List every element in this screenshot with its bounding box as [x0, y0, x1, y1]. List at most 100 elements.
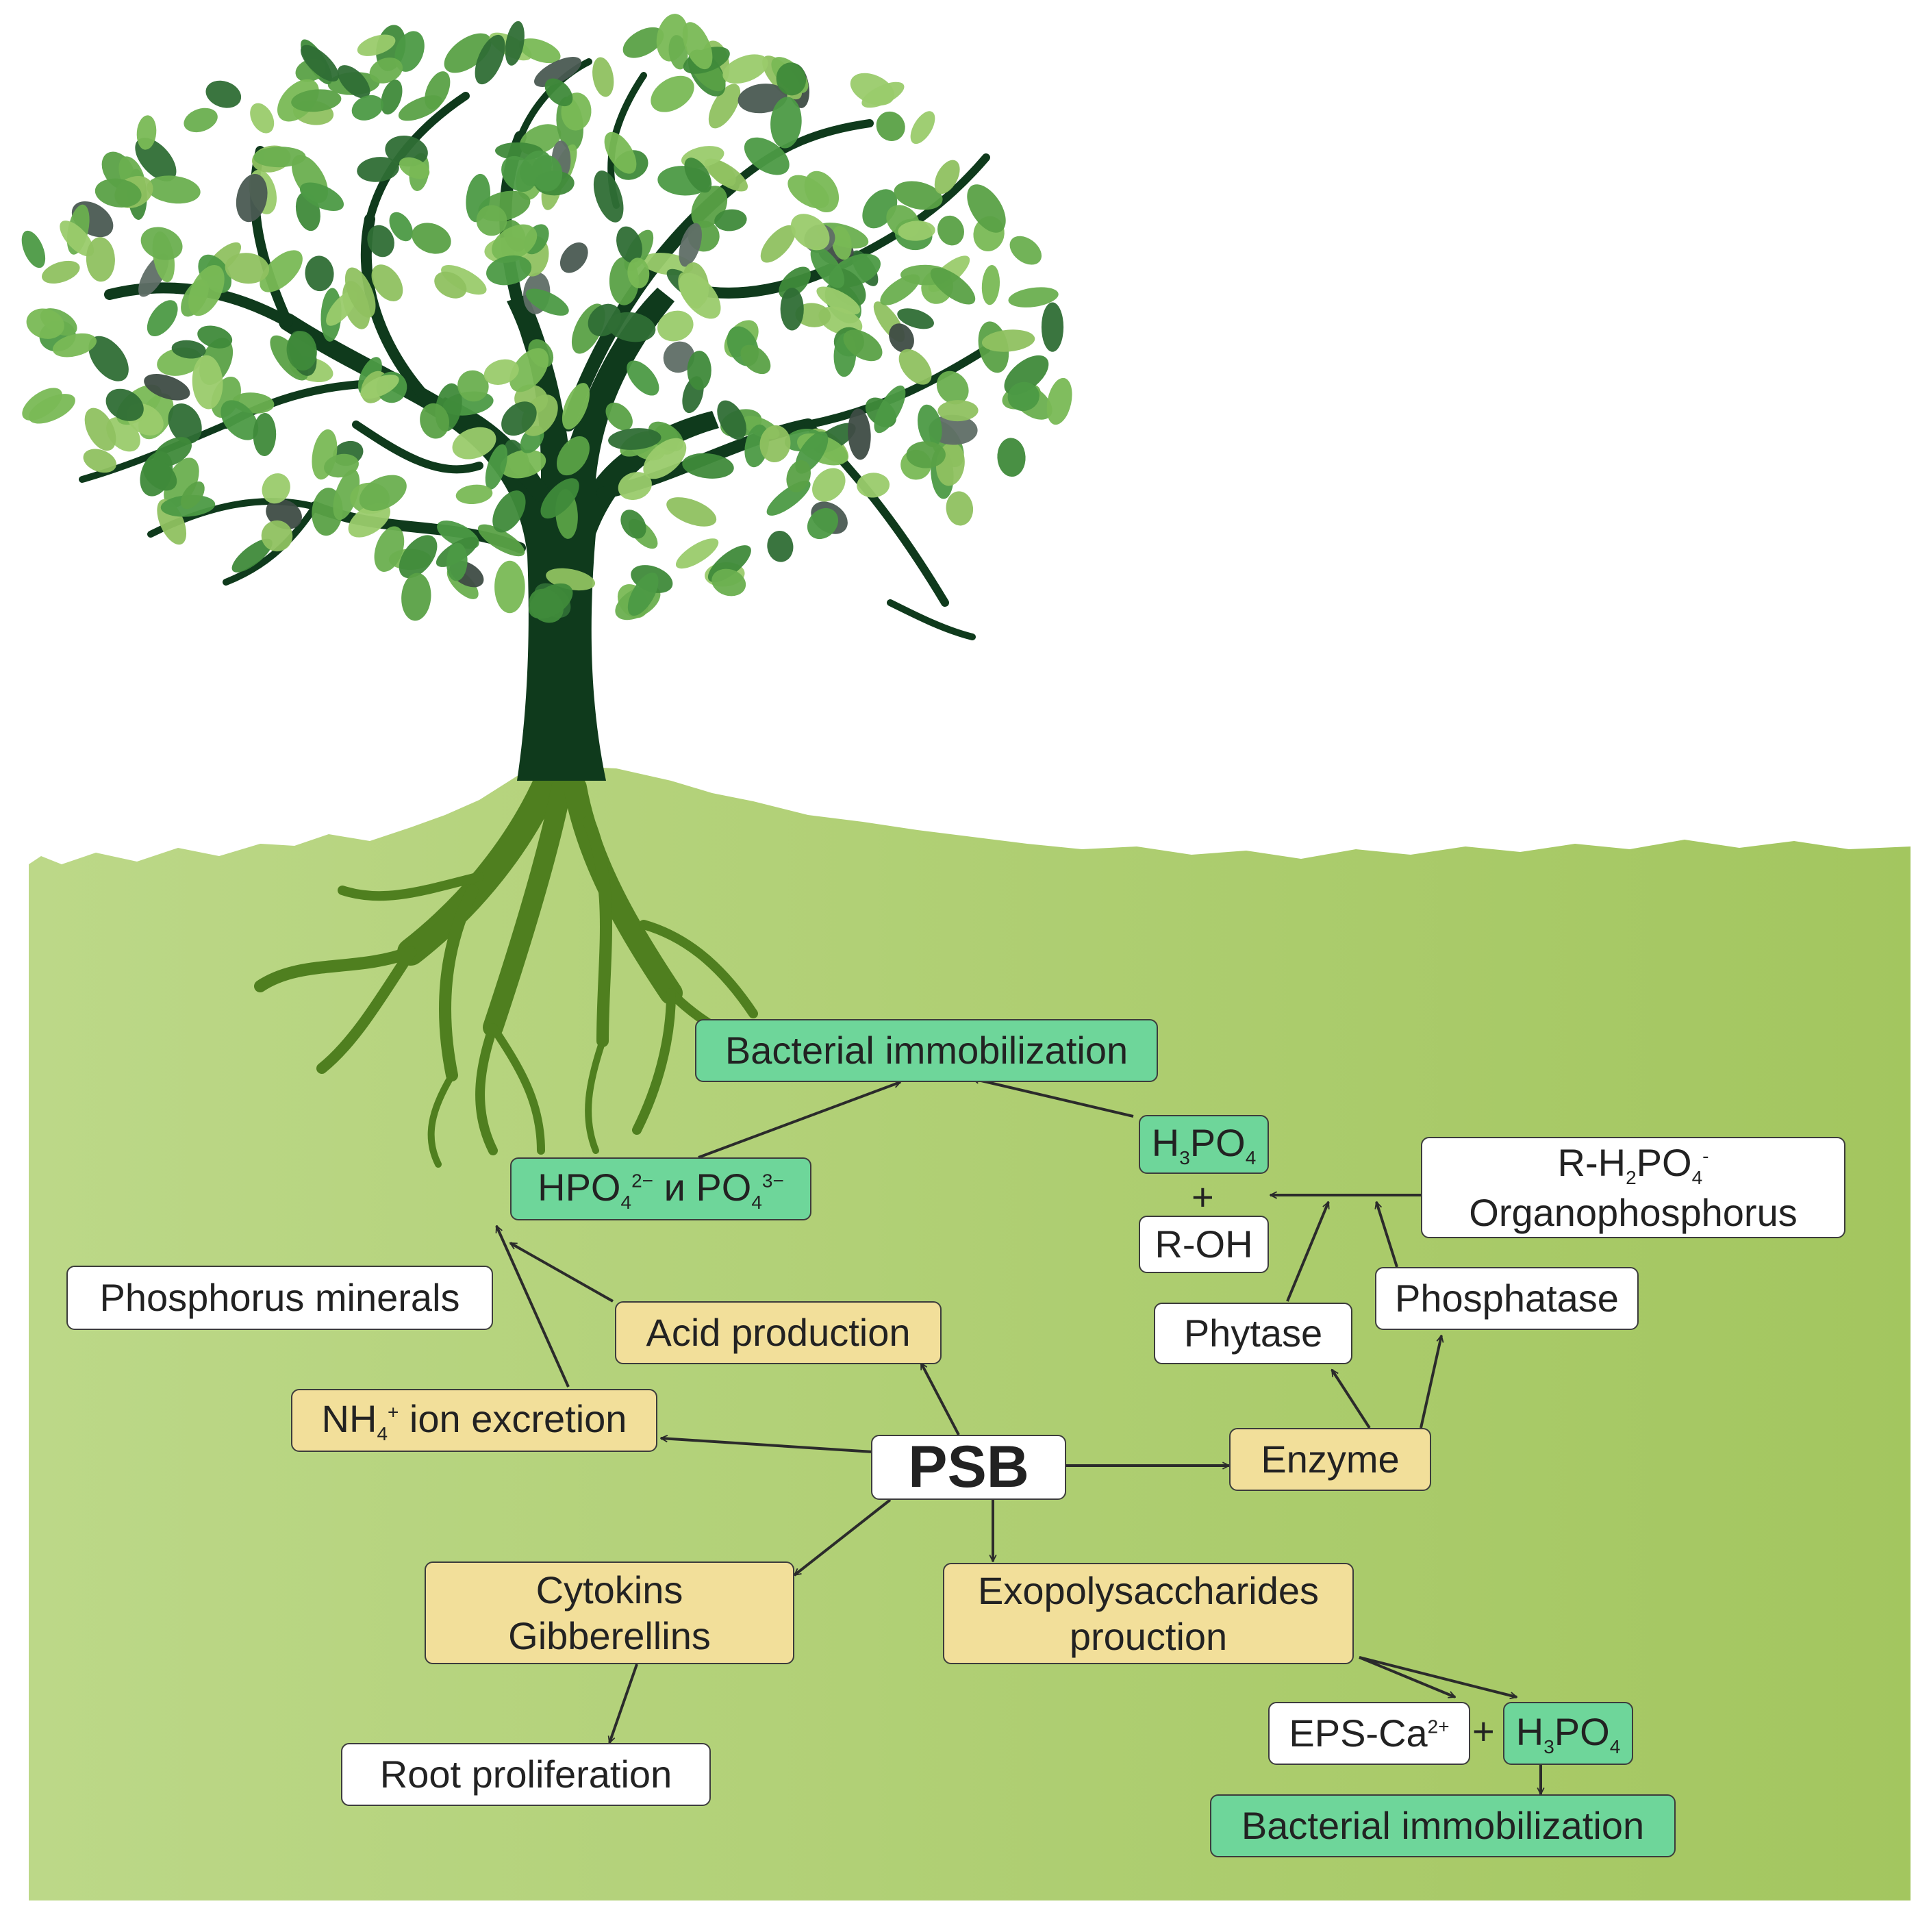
- leaf: [934, 160, 960, 195]
- leaf: [348, 503, 390, 538]
- leaf: [501, 155, 536, 192]
- leaf: [663, 341, 695, 373]
- leaf: [770, 97, 802, 149]
- leaf: [205, 80, 242, 108]
- eps-ca-label: EPS-Ca2+: [1289, 1711, 1450, 1755]
- leaf: [848, 408, 871, 460]
- leaf: [967, 184, 1006, 233]
- leaf: [286, 331, 317, 371]
- leaf: [816, 286, 861, 315]
- leaf: [807, 507, 839, 540]
- leaf: [540, 478, 579, 519]
- leaf: [937, 400, 979, 422]
- leaf: [740, 344, 771, 375]
- leaf: [666, 497, 717, 527]
- leaf: [492, 224, 538, 261]
- leaf: [486, 255, 532, 286]
- leaf: [1046, 377, 1072, 425]
- bacterial-immobilization-bottom-label: Bacterial immobilization: [1241, 1804, 1645, 1848]
- leaf: [562, 383, 590, 430]
- leaf: [592, 57, 614, 97]
- root-proliferation-box: Root proliferation: [341, 1743, 711, 1806]
- leaf: [441, 264, 487, 295]
- leaf: [452, 427, 496, 460]
- leaf: [1041, 302, 1064, 352]
- leaf: [620, 510, 646, 539]
- leaf: [305, 255, 334, 292]
- leaf: [930, 267, 976, 305]
- leaf: [394, 31, 425, 72]
- phytase-label: Phytase: [1183, 1312, 1323, 1355]
- leaf: [531, 155, 563, 192]
- leaf: [492, 490, 526, 533]
- leaf: [804, 171, 840, 213]
- leaf: [704, 158, 748, 192]
- cytokins-gibberellins-box: Cytokins Gibberellins: [425, 1561, 794, 1664]
- leaf: [147, 175, 201, 204]
- leaf: [168, 403, 202, 444]
- leaf: [525, 288, 569, 316]
- acid-production-box: Acid production: [615, 1301, 942, 1364]
- leaf: [767, 530, 794, 562]
- leaf: [236, 173, 268, 223]
- leaf: [357, 34, 396, 56]
- prouction-label: prouction: [1069, 1615, 1228, 1658]
- hpo4-po4-box: HPO42− и PO43−: [510, 1157, 811, 1220]
- psb-box: PSB: [871, 1434, 1066, 1500]
- leaf: [616, 226, 642, 264]
- h3po4-bottom-box: H3PO4: [1503, 1702, 1633, 1765]
- phytase-box: Phytase: [1154, 1303, 1352, 1364]
- leaf: [84, 407, 116, 451]
- r-oh-box: R-OH: [1139, 1216, 1269, 1273]
- leaf: [759, 425, 791, 463]
- phosphatase-label: Phosphatase: [1395, 1277, 1619, 1320]
- leaf: [1007, 381, 1039, 412]
- leaf: [401, 573, 431, 621]
- phosphatase-box: Phosphatase: [1375, 1267, 1639, 1330]
- leaf: [910, 111, 935, 145]
- leaf: [477, 524, 525, 557]
- leaf: [181, 481, 205, 510]
- leaf: [557, 436, 590, 476]
- leaf: [831, 225, 852, 260]
- leaf: [711, 568, 746, 597]
- enzyme-label: Enzyme: [1261, 1438, 1400, 1481]
- leaf: [776, 62, 807, 96]
- leaf: [371, 264, 403, 301]
- tree-leaves: [21, 14, 1072, 623]
- leaf: [147, 300, 178, 337]
- leaf: [360, 374, 399, 399]
- leaf: [518, 38, 561, 64]
- plus-bottom: +: [1472, 1709, 1495, 1753]
- nh4-excretion-label: NH4+ ion excretion: [321, 1396, 627, 1444]
- leaf: [857, 473, 890, 498]
- leaf: [28, 394, 75, 424]
- nh4-excretion-box: NH4+ ion excretion: [291, 1389, 657, 1452]
- leaf: [357, 157, 399, 182]
- leaf: [86, 237, 115, 282]
- leaf: [142, 459, 177, 491]
- acid-production-label: Acid production: [646, 1311, 911, 1355]
- leaf: [714, 209, 747, 231]
- leaf: [505, 21, 525, 66]
- leaf: [369, 58, 403, 84]
- leaf: [874, 385, 906, 434]
- leaf: [544, 78, 573, 107]
- leaf: [997, 438, 1026, 477]
- leaf: [679, 223, 702, 267]
- leaf: [588, 303, 622, 337]
- leaf: [291, 89, 342, 112]
- leaf: [299, 182, 344, 212]
- leaf: [434, 271, 467, 299]
- r-oh-label: R-OH: [1155, 1222, 1253, 1266]
- leaf: [220, 400, 259, 440]
- leaf: [936, 371, 969, 405]
- leaf: [917, 404, 942, 447]
- leaf: [60, 221, 94, 257]
- connector-arrows: [495, 1079, 1541, 1794]
- leaf: [722, 54, 768, 84]
- leaf: [412, 223, 451, 254]
- leaf: [608, 428, 661, 450]
- leaf: [324, 453, 359, 478]
- leaf: [812, 468, 846, 502]
